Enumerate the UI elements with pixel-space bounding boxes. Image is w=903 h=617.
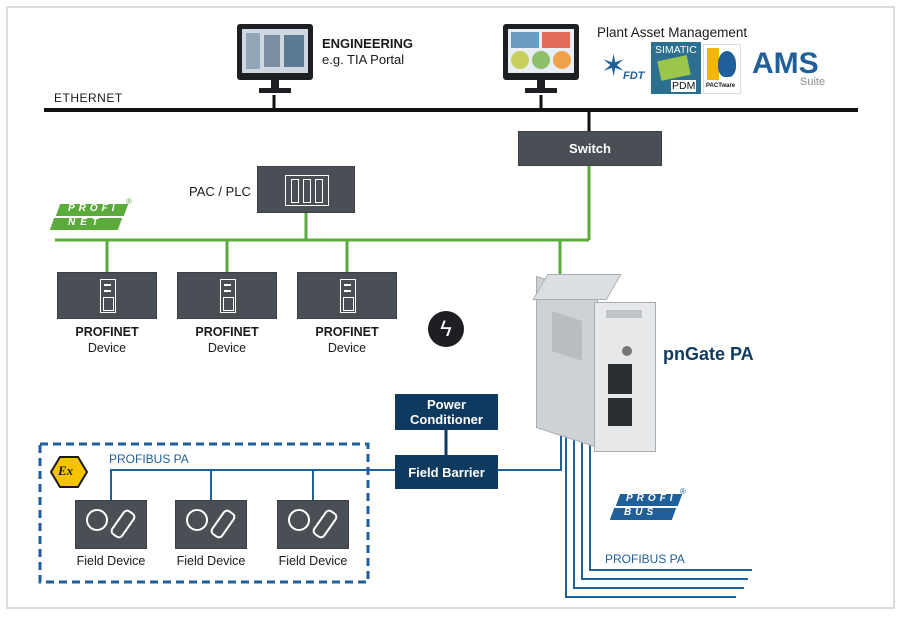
profinet-device-3-line2: Device <box>327 341 367 355</box>
profinet-device-label-3: PROFINET Device <box>297 324 397 356</box>
profinet-device-label-2: PROFINET Device <box>177 324 277 356</box>
field-device-box-1 <box>75 500 147 549</box>
ex-zone-border <box>38 442 370 584</box>
field-device-label-2: Field Device <box>176 554 246 568</box>
pactware-logo: PACTware <box>703 44 741 94</box>
field-device-probe-icon <box>310 507 340 541</box>
profinet-device-2-line1: PROFINET <box>195 325 259 339</box>
field-device-label-3: Field Device <box>278 554 348 568</box>
asset-management-monitor-icon <box>503 24 579 94</box>
power-conditioner-line2: Conditioner <box>410 412 483 427</box>
ex-symbol-label: Ex <box>58 463 74 478</box>
profinet-logo-bottom: NET <box>68 217 103 228</box>
profibus-registered: ® <box>680 487 686 496</box>
profinet-device-1-line1: PROFINET <box>75 325 139 339</box>
power-icon: ϟ <box>428 311 464 347</box>
pdm-text: PDM <box>671 80 697 92</box>
profinet-device-1-line2: Device <box>87 341 127 355</box>
simatic-text: SIMATIC <box>655 44 697 56</box>
engineering-monitor-icon <box>237 24 313 94</box>
field-device-box-3 <box>277 500 349 549</box>
field-device-box-2 <box>175 500 247 549</box>
field-device-gauge-icon <box>288 509 310 531</box>
field-device-label-1: Field Device <box>76 554 146 568</box>
profinet-device-icon <box>100 279 116 313</box>
profibus-logo-bottom: BUS <box>624 507 658 518</box>
profinet-device-icon <box>220 279 236 313</box>
fdt-logo: ✶ FDT <box>601 50 645 83</box>
field-device-gauge-icon <box>86 509 108 531</box>
field-barrier-label: Field Barrier <box>408 464 485 480</box>
profinet-device-icon <box>340 279 356 313</box>
ethernet-label: ETHERNET <box>54 91 123 105</box>
profinet-registered: ® <box>126 197 132 206</box>
pa-line-3 <box>581 420 748 580</box>
switch-label: Switch <box>569 141 611 156</box>
engineering-title: ENGINEERING <box>322 36 414 51</box>
ams-suite-text: Suite <box>800 76 826 88</box>
ex-zone-bus-label: PROFIBUS PA <box>109 452 189 466</box>
profibus-logo: PROFI BUS ® <box>609 487 688 524</box>
profinet-device-box-1 <box>57 272 157 319</box>
plc-box <box>257 166 355 213</box>
asset-management-title: Plant Asset Management <box>597 25 748 40</box>
profinet-device-box-3 <box>297 272 397 319</box>
profibus-pa-label: PROFIBUS PA <box>605 552 685 566</box>
field-device-probe-icon <box>208 507 238 541</box>
plc-label: PAC / PLC <box>189 184 251 199</box>
pa-line-2 <box>573 420 744 589</box>
pa-line-1 <box>565 420 736 598</box>
field-device-gauge-icon <box>186 509 208 531</box>
pactware-text: PACTware <box>706 83 736 89</box>
simatic-pdm-logo: SIMATIC PDM <box>651 42 701 94</box>
profinet-device-2-line2: Device <box>207 341 247 355</box>
switch-box: Switch <box>518 131 662 166</box>
pa-line-4 <box>589 420 752 571</box>
ex-bus <box>110 469 368 500</box>
power-conditioner-line1: Power <box>426 397 466 412</box>
power-conditioner-box: Power Conditioner <box>395 394 498 430</box>
profibus-logo-top: PROFI <box>626 493 677 504</box>
profinet-logo-top: PROFI <box>68 203 119 214</box>
pngate-pa-device-image <box>532 274 656 454</box>
engineering-subtitle: e.g. TIA Portal <box>322 52 405 67</box>
field-barrier-box: Field Barrier <box>395 455 498 489</box>
field-device-probe-icon <box>108 507 138 541</box>
profinet-device-box-2 <box>177 272 277 319</box>
ex-symbol <box>49 456 89 488</box>
pngate-pa-label: pnGate PA <box>663 344 754 364</box>
fdt-logo-text: FDT <box>623 70 645 82</box>
plc-icon <box>285 175 329 206</box>
profinet-logo: PROFI NET ® <box>49 197 132 234</box>
profinet-device-label-1: PROFINET Device <box>57 324 157 356</box>
profinet-device-3-line1: PROFINET <box>315 325 379 339</box>
diagram-frame <box>6 6 895 609</box>
ams-logo-text: AMS <box>752 47 819 80</box>
